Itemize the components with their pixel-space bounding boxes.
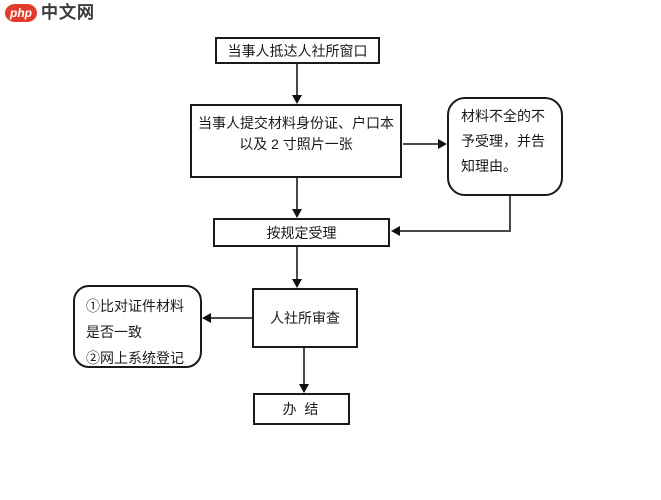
arrow-review-note-line [210,317,252,319]
arrowhead-left-icon [391,226,400,236]
node-arrival-label: 当事人抵达人社所窗口 [227,42,368,59]
node-reject-line3: 知理由。 [461,158,517,174]
node-review-note: ①比对证件材料 是否一致 ②网上系统登记 [73,285,202,368]
node-reject-note: 材料不全的不 予受理，并告 知理由。 [447,97,563,196]
node-complete-label: 办 结 [282,401,321,417]
node-accept-label: 按规定受理 [266,224,337,241]
node-reject-line1: 材料不全的不 [461,108,545,124]
arrow-review-complete-line [303,348,305,385]
node-submit-materials: 当事人提交材料身份证、户口本 以及 2 寸照片一张 [190,104,402,178]
node-complete: 办 结 [253,393,350,425]
node-submit-line1: 当事人提交材料身份证、户口本 [198,115,394,131]
node-review-label: 人社所审查 [270,310,340,326]
arrow-arrival-submit-line [296,64,298,97]
arrow-accept-review-line [296,247,298,281]
arrow-submit-accept-line [296,178,298,211]
node-accept: 按规定受理 [213,218,390,247]
arrowhead-right-icon [438,139,447,149]
node-arrival: 当事人抵达人社所窗口 [215,37,380,64]
arrowhead-left-icon [202,313,211,323]
node-submit-line2: 以及 2 寸照片一张 [239,136,353,152]
arrow-reject-accept-vline [509,196,511,232]
arrowhead-down-icon [292,95,302,104]
node-review-note-line1: ①比对证件材料 [86,298,184,314]
site-logo: php 中文网 [5,4,95,22]
arrow-reject-accept-hline [399,230,511,232]
node-reject-line2: 予受理，并告 [461,133,545,149]
arrowhead-down-icon [299,384,309,393]
arrowhead-down-icon [292,279,302,288]
php-logo-icon: php [5,4,37,22]
site-name: 中文网 [41,3,95,22]
node-review-note-line3: ②网上系统登记 [86,350,184,366]
arrow-submit-reject-line [403,143,439,145]
node-review: 人社所审查 [252,288,358,348]
node-review-note-line2: 是否一致 [86,324,142,340]
arrowhead-down-icon [292,209,302,218]
